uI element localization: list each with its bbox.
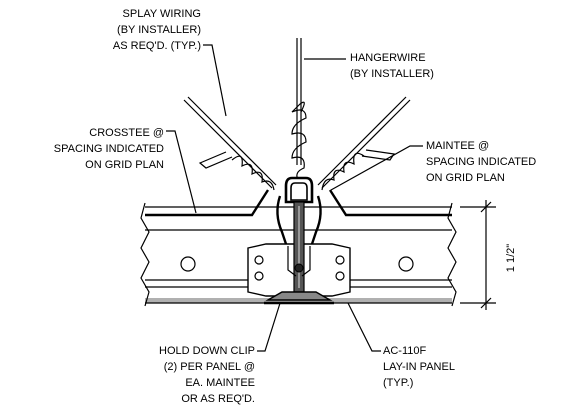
splay-wire-right-tail	[361, 149, 396, 161]
dimension-tick-bottom	[480, 297, 492, 309]
hanger-wire	[291, 38, 307, 181]
dimension-label: 1 1/2"	[505, 244, 517, 272]
hold-down-clip-line-1: HOLD DOWN CLIP	[159, 345, 255, 357]
crosstee-line-2: SPACING INDICATED	[54, 143, 164, 155]
panel-label: AC-110F LAY-IN PANEL (TYP.)	[383, 345, 455, 389]
crosstee-top-flange-left	[145, 189, 270, 217]
clip-hole-2	[254, 271, 264, 281]
crosstee-break-right	[447, 202, 457, 307]
crosstee-line-3: ON GRID PLAN	[85, 159, 164, 171]
maintee-label: MAINTEE @ SPACING INDICATED ON GRID PLAN	[426, 140, 536, 184]
splay-wire-left-tail	[198, 151, 233, 169]
leader-lines	[166, 44, 423, 352]
crosstee-hole-right	[398, 256, 414, 272]
splay-wiring-line-2: (BY INSTALLER)	[117, 24, 201, 36]
crosstee-hole-left	[180, 256, 196, 272]
splay-wiring-label: SPLAY WIRING (BY INSTALLER) AS REQ'D. (T…	[113, 8, 201, 52]
clip-arm-right	[310, 195, 322, 245]
splay-wire-left-a	[183, 99, 273, 189]
maintee-section	[264, 176, 334, 305]
hold-down-clip-line-4: OR AS REQ'D.	[181, 393, 255, 405]
hangerwire-line-2: (BY INSTALLER)	[350, 68, 434, 80]
clip-hole-4	[335, 271, 345, 281]
panel-line-1: AC-110F	[383, 345, 426, 357]
hold-down-clip-line-2: (2) PER PANEL @	[164, 361, 255, 373]
crosstee-break-left	[140, 202, 150, 307]
splay-wire-right-coil	[321, 152, 365, 191]
maintee-line-1: MAINTEE @	[426, 140, 489, 152]
hanger-wire-coil-top	[291, 101, 305, 113]
hold-down-clip-label: HOLD DOWN CLIP (2) PER PANEL @ EA. MAINT…	[159, 345, 255, 405]
clip-rivet	[294, 263, 304, 273]
hold-down-clip-line-3: EA. MAINTEE	[185, 377, 255, 389]
splay-wire-left-coil	[231, 155, 275, 191]
maintee-flange	[265, 291, 333, 301]
panel-line-2: LAY-IN PANEL	[383, 361, 455, 373]
hangerwire-label: HANGERWIRE (BY INSTALLER)	[350, 52, 434, 80]
maintee-line-3: ON GRID PLAN	[426, 172, 505, 184]
hanger-wire-coil	[291, 109, 307, 181]
hold-down-clip-leader	[257, 299, 282, 352]
splay-wire-right	[317, 96, 411, 191]
crosstee-leader	[166, 130, 197, 214]
crosstee-line-1: CROSSTEE @	[89, 127, 164, 139]
splay-wire-left	[183, 96, 277, 191]
crosstee-label: CROSSTEE @ SPACING INDICATED ON GRID PLA…	[54, 127, 164, 171]
maintee-bulb-inner	[290, 182, 308, 201]
maintee-line-2: SPACING INDICATED	[426, 156, 536, 168]
panel-leader	[345, 298, 381, 352]
panel-line-3: (TYP.)	[383, 377, 413, 389]
clip-hole-1	[254, 255, 264, 265]
splay-wire-left-b	[187, 96, 277, 186]
clip-hole-3	[335, 255, 345, 265]
dimension	[460, 200, 496, 310]
splay-wiring-line-3: AS REQ'D. (TYP.)	[113, 40, 201, 52]
splay-wire-right-b	[317, 96, 407, 186]
splay-wire-right-a	[321, 99, 411, 189]
hangerwire-line-1: HANGERWIRE	[350, 52, 426, 64]
clip-arm-left	[276, 195, 288, 245]
dimension-tick-top	[480, 201, 492, 213]
crosstee-top-flange-right	[328, 189, 452, 217]
clip-inner-fold	[287, 246, 311, 277]
splay-wiring-leader	[203, 44, 227, 117]
maintee-leader	[330, 145, 423, 191]
splay-wiring-line-1: SPLAY WIRING	[123, 8, 201, 20]
